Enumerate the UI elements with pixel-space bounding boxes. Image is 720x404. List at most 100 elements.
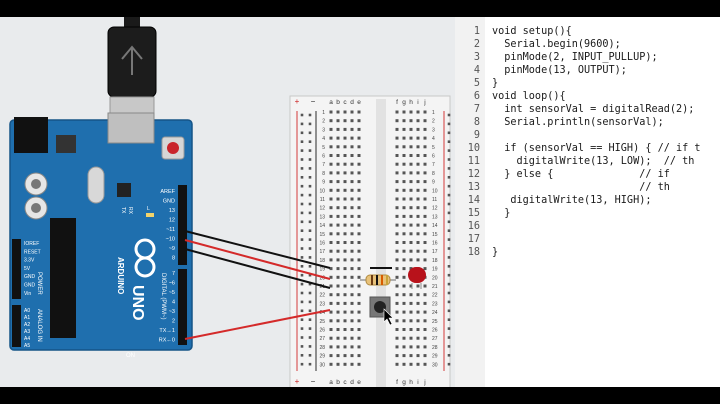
- rail-hole[interactable]: [447, 113, 451, 117]
- breadboard-hole[interactable]: [336, 145, 340, 149]
- breadboard-hole[interactable]: [402, 301, 406, 305]
- rail-hole[interactable]: [300, 113, 304, 117]
- code-line[interactable]: 4 pinMode(13, OUTPUT);: [455, 64, 720, 77]
- breadboard-hole[interactable]: [409, 301, 413, 305]
- breadboard-hole[interactable]: [336, 197, 340, 201]
- breadboard-hole[interactable]: [329, 154, 333, 157]
- breadboard-hole[interactable]: [336, 223, 340, 227]
- breadboard-hole[interactable]: [395, 362, 399, 366]
- breadboard-hole[interactable]: [423, 145, 427, 149]
- breadboard-hole[interactable]: [409, 162, 413, 166]
- breadboard-hole[interactable]: [350, 354, 354, 358]
- rail-hole[interactable]: [308, 193, 312, 197]
- breadboard-hole[interactable]: [357, 258, 361, 262]
- rail-hole[interactable]: [300, 122, 304, 126]
- breadboard-hole[interactable]: [409, 127, 413, 131]
- breadboard-hole[interactable]: [423, 162, 427, 166]
- pushbutton[interactable]: [369, 296, 394, 326]
- breadboard-hole[interactable]: [357, 319, 361, 323]
- breadboard-hole[interactable]: [409, 110, 413, 114]
- breadboard-hole[interactable]: [402, 310, 406, 314]
- breadboard-hole[interactable]: [350, 267, 354, 271]
- breadboard-hole[interactable]: [329, 284, 333, 288]
- rail-hole[interactable]: [447, 336, 451, 339]
- code-text[interactable]: pinMode(2, INPUT_PULLUP);: [492, 52, 658, 63]
- breadboard-hole[interactable]: [416, 206, 420, 210]
- breadboard-hole[interactable]: [395, 145, 399, 149]
- breadboard-hole[interactable]: [395, 214, 399, 218]
- breadboard-hole[interactable]: [343, 328, 347, 331]
- rail-hole[interactable]: [308, 247, 312, 250]
- code-text[interactable]: void setup(){: [492, 26, 572, 37]
- breadboard-hole[interactable]: [395, 310, 399, 314]
- breadboard-hole[interactable]: [336, 136, 340, 140]
- breadboard-hole[interactable]: [329, 310, 333, 314]
- breadboard-hole[interactable]: [336, 188, 340, 192]
- breadboard-hole[interactable]: [409, 145, 413, 149]
- breadboard-hole[interactable]: [357, 119, 361, 123]
- rail-hole[interactable]: [308, 122, 312, 126]
- breadboard-hole[interactable]: [329, 336, 333, 340]
- breadboard-hole[interactable]: [395, 171, 399, 175]
- rail-hole[interactable]: [300, 362, 304, 366]
- breadboard-hole[interactable]: [343, 319, 347, 323]
- breadboard-hole[interactable]: [357, 136, 361, 140]
- breadboard-hole[interactable]: [336, 362, 340, 366]
- breadboard-hole[interactable]: [343, 206, 347, 210]
- rail-hole[interactable]: [300, 345, 304, 348]
- breadboard-hole[interactable]: [395, 319, 399, 323]
- breadboard-hole[interactable]: [409, 136, 413, 140]
- breadboard-hole[interactable]: [329, 275, 333, 279]
- breadboard-hole[interactable]: [350, 223, 354, 227]
- breadboard-hole[interactable]: [343, 241, 347, 244]
- breadboard-hole[interactable]: [336, 336, 340, 340]
- breadboard-hole[interactable]: [402, 206, 406, 210]
- rail-hole[interactable]: [308, 336, 312, 339]
- rail-hole[interactable]: [300, 309, 304, 313]
- breadboard-hole[interactable]: [395, 284, 399, 288]
- breadboard-hole[interactable]: [343, 197, 347, 201]
- breadboard-hole[interactable]: [402, 293, 406, 297]
- breadboard-hole[interactable]: [395, 275, 399, 279]
- rail-hole[interactable]: [447, 220, 451, 224]
- breadboard-hole[interactable]: [402, 223, 406, 227]
- breadboard-hole[interactable]: [416, 310, 420, 314]
- breadboard-hole[interactable]: [336, 345, 340, 349]
- rail-hole[interactable]: [308, 149, 312, 152]
- breadboard-hole[interactable]: [395, 328, 399, 331]
- rail-hole[interactable]: [308, 318, 312, 321]
- code-text[interactable]: }: [492, 208, 511, 219]
- rail-hole[interactable]: [447, 362, 451, 366]
- rail-hole[interactable]: [447, 211, 451, 215]
- wire-pin13[interactable]: [184, 239, 331, 280]
- red-led[interactable]: [408, 267, 426, 289]
- rail-hole[interactable]: [308, 229, 312, 232]
- breadboard-hole[interactable]: [357, 328, 361, 331]
- breadboard-hole[interactable]: [402, 267, 406, 271]
- breadboard-hole[interactable]: [423, 206, 427, 210]
- rail-hole[interactable]: [308, 202, 312, 206]
- breadboard-hole[interactable]: [416, 354, 420, 358]
- rail-hole[interactable]: [447, 176, 451, 179]
- breadboard-hole[interactable]: [336, 127, 340, 131]
- breadboard-hole[interactable]: [343, 301, 347, 305]
- breadboard-hole[interactable]: [416, 145, 420, 149]
- breadboard-hole[interactable]: [329, 127, 333, 131]
- rail-hole[interactable]: [447, 273, 451, 277]
- code-line[interactable]: 2 Serial.begin(9600);: [455, 38, 720, 51]
- breadboard-hole[interactable]: [343, 171, 347, 175]
- breadboard-hole[interactable]: [416, 336, 420, 340]
- code-line[interactable]: 11 digitalWrite(13, LOW); // th: [455, 155, 720, 168]
- breadboard-hole[interactable]: [409, 223, 413, 227]
- rail-hole[interactable]: [308, 140, 312, 143]
- code-text[interactable]: // th: [492, 182, 670, 193]
- breadboard-hole[interactable]: [416, 197, 420, 201]
- rail-hole[interactable]: [447, 131, 451, 135]
- breadboard-hole[interactable]: [402, 345, 406, 349]
- code-text[interactable]: } else { // if: [492, 169, 670, 180]
- rail-hole[interactable]: [300, 167, 304, 170]
- code-line[interactable]: 16: [455, 220, 720, 233]
- code-text[interactable]: digitalWrite(13, HIGH);: [492, 195, 652, 206]
- rail-hole[interactable]: [308, 176, 312, 179]
- breadboard-hole[interactable]: [357, 310, 361, 314]
